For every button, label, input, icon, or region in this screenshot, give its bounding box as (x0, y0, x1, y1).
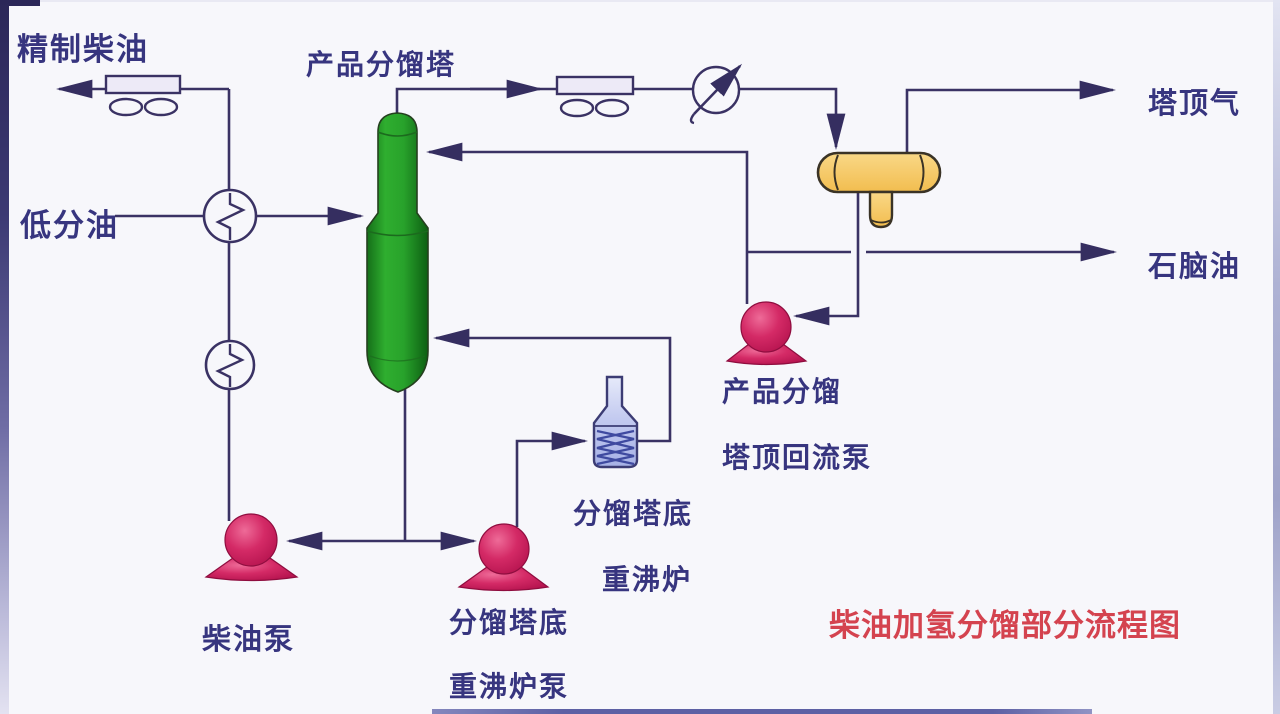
overhead-line (395, 87, 846, 151)
label-overhead-gas: 塔顶气 (1148, 88, 1242, 120)
label-reboiler-2: 重沸炉 (602, 565, 693, 596)
label-reboiler-pump-1: 分馏塔底 (449, 608, 570, 639)
top-edge-line (0, 0, 1280, 2)
fractionator-column (366, 112, 429, 393)
fan-arrow-tail (689, 113, 695, 125)
label-reflux-pump-2: 塔顶回流泵 (722, 443, 873, 474)
pump-base (725, 343, 808, 366)
reboiler-coil-icon (596, 429, 635, 466)
reboiler-coil-icon (596, 429, 635, 466)
fan-icon (594, 98, 630, 118)
fan-icon (108, 97, 144, 117)
reboiler (592, 375, 639, 469)
label-diesel-pump: 柴油泵 (202, 624, 296, 656)
top-left-notch (0, 0, 40, 6)
label-naphtha: 石脑油 (1148, 251, 1242, 283)
reboiler-vessel (592, 375, 639, 469)
fan-symbol (689, 63, 743, 125)
heat-exchanger-lower (204, 339, 256, 391)
column-seam (377, 131, 418, 137)
reboiler-feed-line (515, 431, 589, 527)
pump-base (204, 557, 299, 582)
air-cooler-body (104, 74, 182, 95)
overhead-gas-line (905, 80, 1117, 152)
bottom-border (432, 709, 1092, 714)
label-refined-diesel: 精制柴油 (17, 32, 149, 67)
drum-endcap (919, 154, 925, 191)
drum-endcap (833, 154, 839, 191)
bottoms-reboiler-pump (457, 523, 550, 592)
column-vessel (366, 112, 429, 393)
reflux-line (425, 142, 749, 304)
diesel-pump (204, 513, 299, 582)
fan-arrow-icon (693, 63, 743, 115)
pump-body-icon (224, 513, 278, 567)
label-low-sep-oil: 低分油 (20, 208, 119, 243)
air-cooler-overhead (555, 75, 635, 118)
air-cooler-body (555, 75, 635, 96)
fan-icon (559, 98, 595, 118)
reflux-drum (816, 151, 942, 229)
diagram-title: 柴油加氢分馏部分流程图 (829, 608, 1181, 643)
overhead-reflux-pump (725, 301, 808, 366)
column-seam (366, 230, 429, 237)
heat-exchanger-upper (202, 188, 258, 244)
left-border (0, 0, 9, 714)
air-cooler-top-left (104, 74, 182, 117)
label-reboiler-pump-2: 重沸炉泵 (449, 672, 570, 703)
pump-base (457, 566, 550, 592)
drum-boot (868, 190, 894, 229)
right-border (1273, 0, 1280, 714)
label-reboiler-1: 分馏塔底 (573, 499, 694, 530)
drum-boot-seam (870, 219, 892, 224)
fan-icon (143, 97, 179, 117)
label-reflux-pump-1: 产品分馏 (722, 377, 843, 408)
reboiler-return-line (432, 328, 672, 443)
pump-body-icon (478, 523, 530, 575)
exchanger-zigzag-icon (215, 344, 245, 387)
label-product-fractionator: 产品分馏塔 (306, 50, 457, 81)
pump-body-icon (740, 301, 792, 353)
pipe-lines (55, 79, 1118, 551)
exchanger-zigzag-icon (215, 193, 246, 240)
column-seam (369, 355, 426, 362)
drum-outlet-line (792, 192, 860, 326)
